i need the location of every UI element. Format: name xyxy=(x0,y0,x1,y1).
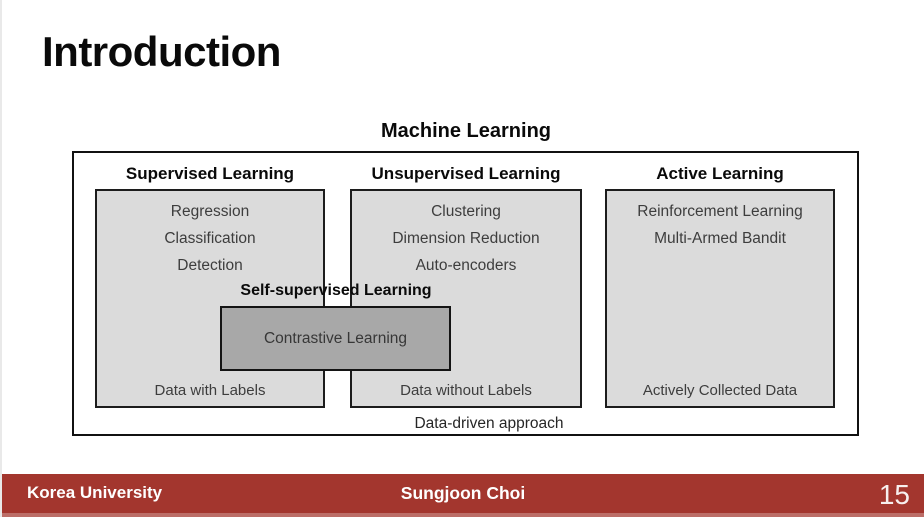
category-box-active: Reinforcement Learning Multi-Armed Bandi… xyxy=(605,189,835,408)
category-item: Detection xyxy=(177,257,243,274)
column-header-supervised: Supervised Learning xyxy=(125,164,295,183)
footer-university: Korea University xyxy=(27,483,163,502)
machine-learning-outer-box xyxy=(72,151,859,436)
data-note-unsupervised: Data without Labels xyxy=(400,382,532,399)
footer-bar: Korea University Sungjoon Choi 15 xyxy=(2,474,924,517)
category-item: Dimension Reduction xyxy=(392,230,540,247)
category-item: Reinforcement Learning xyxy=(637,203,803,220)
data-driven-caption: Data-driven approach xyxy=(414,415,564,432)
category-box-supervised: Regression Classification Detection Data… xyxy=(95,189,325,408)
contrastive-learning-box: Contrastive Learning xyxy=(220,306,451,371)
category-items-active: Reinforcement Learning Multi-Armed Bandi… xyxy=(607,191,833,252)
column-header-active: Active Learning xyxy=(656,164,784,183)
category-item: Regression xyxy=(170,203,250,220)
category-item: Clustering xyxy=(431,203,501,220)
footer-page-number: 15 xyxy=(878,479,910,510)
diagram-title: Machine Learning xyxy=(380,120,552,142)
category-item: Multi-Armed Bandit xyxy=(654,230,786,247)
slide-title: Introduction xyxy=(42,28,281,75)
footer-author: Sungjoon Choi xyxy=(400,483,526,503)
category-box-unsupervised: Clustering Dimension Reduction Auto-enco… xyxy=(350,189,582,408)
category-item: Auto-encoders xyxy=(415,257,517,274)
contrastive-learning-label: Contrastive Learning xyxy=(263,329,408,347)
category-items-unsupervised: Clustering Dimension Reduction Auto-enco… xyxy=(352,191,580,279)
category-items-supervised: Regression Classification Detection xyxy=(97,191,323,279)
self-supervised-label: Self-supervised Learning xyxy=(240,282,432,299)
data-note-supervised: Data with Labels xyxy=(154,382,266,399)
data-note-active: Actively Collected Data xyxy=(642,382,798,399)
footer-edge-strip xyxy=(2,513,924,517)
column-header-unsupervised: Unsupervised Learning xyxy=(371,164,561,183)
category-item: Classification xyxy=(164,230,256,247)
